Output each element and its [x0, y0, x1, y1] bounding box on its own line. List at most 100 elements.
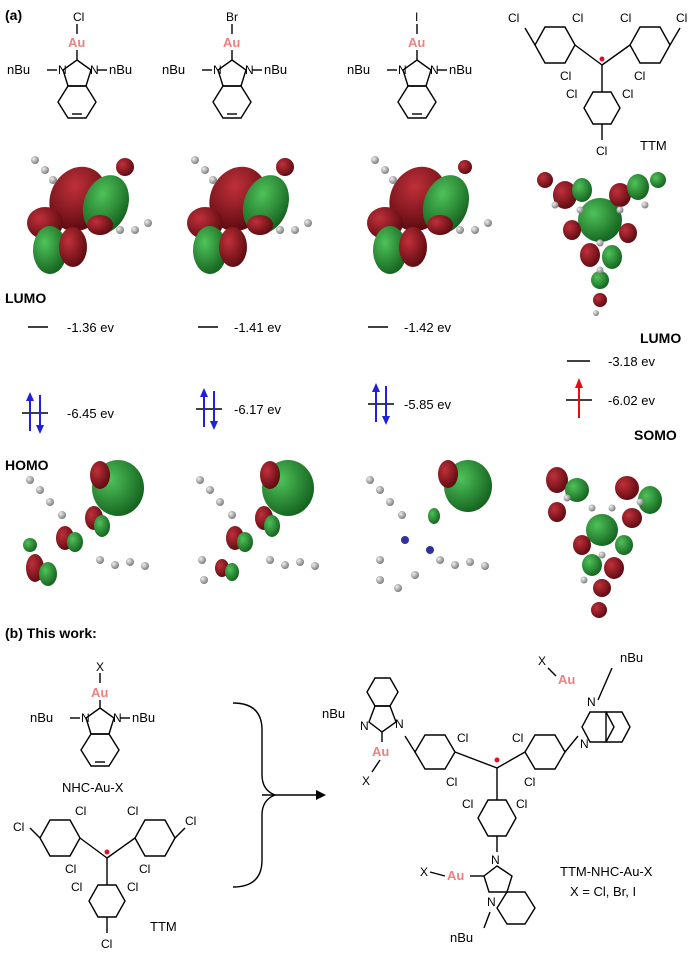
product-name: TTM-NHC-Au-X	[560, 864, 653, 879]
r2-cl-9: Cl	[101, 937, 112, 951]
p-halide-2: X	[538, 654, 546, 668]
lumo-energy-1: -1.36 ev	[67, 320, 114, 335]
complex-3-metal: Au	[408, 35, 425, 50]
svg-text:N: N	[587, 695, 596, 709]
svg-text:N: N	[487, 895, 496, 909]
ttm-radical-dot	[599, 56, 605, 62]
ttm-somo-orbital	[546, 467, 662, 618]
r2-cl-5: Cl	[65, 862, 76, 876]
ttm-cl-5: Cl	[560, 69, 571, 83]
ttm-cl-4: Cl	[676, 11, 687, 25]
homo-energy-3: -5.85 ev	[404, 397, 451, 412]
svg-text:N: N	[398, 63, 407, 77]
r2-cl-6: Cl	[139, 862, 150, 876]
complex-2-metal: Au	[223, 35, 240, 50]
svg-text:N: N	[430, 63, 439, 77]
ttm-somo-energy: -6.02 ev	[608, 393, 655, 408]
svg-text:N: N	[580, 737, 589, 751]
reactant1-halide: X	[96, 660, 104, 674]
homo-orbital-2	[196, 460, 319, 584]
p-sub-1: nBu	[322, 706, 345, 721]
complex-3-halide: I	[415, 10, 418, 24]
svg-text:N: N	[395, 717, 404, 731]
reactant1-sub-right: nBu	[132, 710, 155, 725]
reactant-nhc-au-x: X Au N N nBu nBu NHC-Au-X	[30, 660, 155, 795]
svg-text:N: N	[360, 719, 369, 733]
r2-cl-7: Cl	[71, 880, 82, 894]
complex-3-sub-right: nBu	[449, 62, 472, 77]
reaction-arrowhead	[316, 790, 326, 800]
homo-orbital-3	[366, 460, 492, 592]
p-cl-3: Cl	[512, 731, 523, 745]
ttm-name-a: TTM	[640, 138, 667, 153]
ttm-cl-9: Cl	[596, 144, 607, 158]
reactant1-name: NHC-Au-X	[62, 780, 124, 795]
complex-1-sub-left: nBu	[7, 62, 30, 77]
lumo-label-left: LUMO	[5, 290, 46, 306]
ttm-cl-1: Cl	[508, 11, 519, 25]
svg-text:N: N	[90, 63, 99, 77]
reactant1-metal: Au	[91, 685, 108, 700]
lumo-label-right: LUMO	[640, 330, 681, 346]
lumo-energy-3: -1.42 ev	[404, 320, 451, 335]
reactant2-name: TTM	[150, 919, 177, 934]
product-condition: X = Cl, Br, I	[570, 884, 636, 899]
r2-cl-8: Cl	[127, 880, 138, 894]
ttm-somo-level	[566, 378, 592, 418]
product-structure: Cl Cl Cl Cl Cl Cl N N nBu Au X N N nBu A…	[322, 650, 653, 945]
svg-text:N: N	[81, 711, 90, 725]
p-sub-2: nBu	[620, 650, 643, 665]
reactant1-sub-left: nBu	[30, 710, 53, 725]
homo-energy-2: -6.17 ev	[234, 402, 281, 417]
homo-energy-1: -6.45 ev	[67, 406, 114, 421]
complex-3-structure: I Au N N nBu nBu	[347, 10, 472, 119]
lumo-orbital-2	[187, 156, 312, 274]
p-cl-6: Cl	[516, 797, 527, 811]
p-metal-3: Au	[447, 868, 464, 883]
complex-2-halide: Br	[226, 10, 238, 24]
p-cl-5: Cl	[462, 797, 473, 811]
complex-2-structure: Br Au N N nBu nBu	[162, 10, 287, 119]
ttm-cl-2: Cl	[572, 11, 583, 25]
r2-cl-2: Cl	[75, 804, 86, 818]
homo-level-1	[22, 392, 48, 434]
complex-1-structure: Cl Au N N nBu nBu	[7, 10, 132, 119]
p-cl-2: Cl	[446, 775, 457, 789]
somo-label-right: SOMO	[634, 427, 677, 443]
complex-3-sub-left: nBu	[347, 62, 370, 77]
p-metal-2: Au	[558, 672, 575, 687]
complex-2-sub-right: nBu	[264, 62, 287, 77]
p-halide-3: X	[420, 865, 428, 879]
product-radical-dot	[494, 757, 500, 763]
r2-cl-4: Cl	[185, 814, 196, 828]
lumo-orbital-1	[27, 156, 152, 274]
svg-text:N: N	[491, 853, 500, 867]
ttm-lumo-energy: -3.18 ev	[608, 354, 655, 369]
panel-b-label: (b) This work:	[5, 625, 97, 641]
svg-text:N: N	[58, 63, 67, 77]
ttm-lumo-orbital	[537, 172, 666, 316]
lumo-orbital-3	[367, 156, 492, 274]
r2-cl-3: Cl	[127, 804, 138, 818]
homo-level-2	[196, 388, 222, 430]
complex-1-metal: Au	[68, 35, 85, 50]
homo-orbital-1	[23, 460, 149, 586]
p-cl-1: Cl	[457, 731, 468, 745]
p-metal-1: Au	[372, 744, 389, 759]
complex-1-halide: Cl	[73, 10, 84, 24]
lumo-energy-2: -1.41 ev	[234, 320, 281, 335]
svg-text:N: N	[245, 63, 254, 77]
ttm-cl-7: Cl	[566, 87, 577, 101]
complex-2-sub-left: nBu	[162, 62, 185, 77]
ttm-cl-8: Cl	[622, 87, 633, 101]
p-halide-1: X	[362, 774, 370, 788]
ttm-structure-a: Cl Cl Cl Cl Cl Cl Cl Cl Cl TTM	[508, 11, 687, 158]
complex-1-sub-right: nBu	[109, 62, 132, 77]
p-cl-4: Cl	[524, 775, 535, 789]
p-sub-3: nBu	[450, 930, 473, 945]
ttm-cl-3: Cl	[620, 11, 631, 25]
homo-level-3	[368, 383, 394, 425]
homo-label-left: HOMO	[5, 457, 49, 473]
reactant-ttm: Cl Cl Cl Cl Cl Cl Cl Cl Cl TTM	[13, 804, 196, 951]
